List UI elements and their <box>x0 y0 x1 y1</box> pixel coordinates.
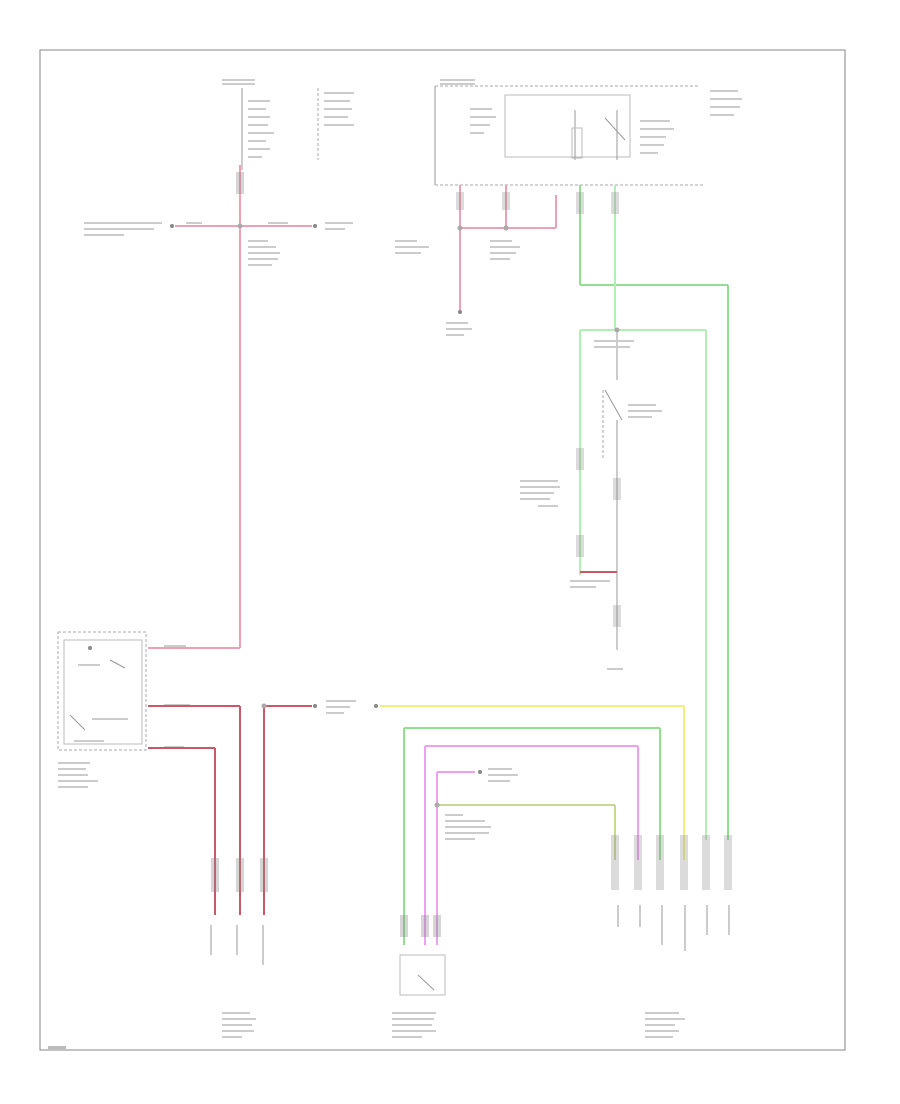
fuse-block-left <box>222 79 354 170</box>
pink-feed-wire <box>148 165 317 649</box>
ignition-output-wires <box>148 700 356 1038</box>
relay-pink-wires <box>395 185 557 336</box>
splice-dot <box>237 223 243 229</box>
ac-switch-assembly <box>392 915 446 1038</box>
pressure-switch-section <box>520 327 707 840</box>
figure-id-mark <box>48 1046 66 1049</box>
relay-box <box>434 79 742 186</box>
pcm-connector <box>611 835 732 1038</box>
splice-labels <box>84 222 353 266</box>
yellow-signal-wire <box>374 704 685 860</box>
diagram-frame <box>39 49 846 1051</box>
ignition-switch <box>57 631 190 788</box>
relay-green-wires <box>576 185 729 840</box>
ac-switch-wires <box>403 727 661 945</box>
